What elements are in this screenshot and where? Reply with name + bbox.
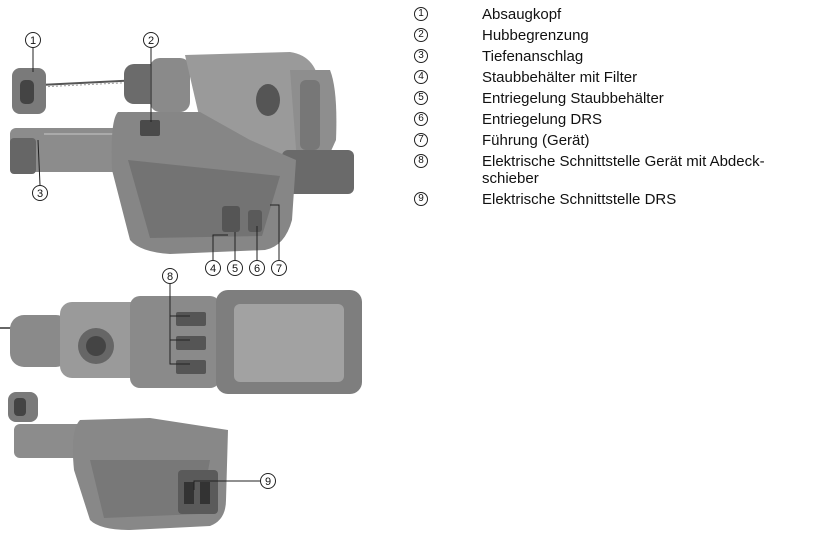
callout-8: 8 (162, 268, 178, 284)
svg-text:8: 8 (167, 271, 173, 283)
legend-number: 6 (414, 111, 440, 126)
svg-text:7: 7 (276, 263, 282, 275)
legend-item: 3 Tiefenanschlag (414, 48, 824, 65)
legend-item: 9 Elektrische Schnittstelle DRS (414, 191, 824, 208)
legend-item: 1 Absaugkopf (414, 6, 824, 23)
svg-text:4: 4 (210, 263, 216, 275)
product-illustration: 1 2 3 4 5 6 7 8 9 (0, 32, 362, 530)
legend-label: Führung (Gerät) (482, 132, 590, 149)
legend-label: Absaugkopf (482, 6, 562, 23)
callout-9: 9 (260, 473, 276, 489)
callout-5: 5 (227, 260, 243, 276)
legend-number: 5 (414, 90, 440, 105)
legend-item: 7 Führung (Gerät) (414, 132, 824, 149)
drill-top-view (0, 290, 362, 394)
legend-number: 4 (414, 69, 440, 84)
callout-6: 6 (249, 260, 265, 276)
callout-3: 3 (32, 185, 48, 201)
callout-4: 4 (205, 260, 221, 276)
legend-label: Tiefenanschlag (482, 48, 584, 65)
callout-7: 7 (271, 260, 287, 276)
drs-detached-view (8, 392, 228, 530)
svg-text:1: 1 (30, 35, 36, 47)
legend-label: Elektrische Schnittstelle Gerät mit Abde… (482, 153, 765, 187)
legend-item: 8 Elektrische Schnittstelle Gerät mit Ab… (414, 153, 824, 187)
legend-label: Elektrische Schnittstelle DRS (482, 191, 677, 208)
legend-number: 1 (414, 6, 440, 21)
parts-legend: 1 Absaugkopf 2 Hubbegrenzung 3 Tiefenans… (414, 6, 824, 212)
svg-text:5: 5 (232, 263, 238, 275)
legend-item: 5 Entriegelung Staubbehälter (414, 90, 824, 107)
svg-text:3: 3 (37, 188, 43, 200)
svg-text:9: 9 (265, 476, 271, 488)
legend-label: Entriegelung DRS (482, 111, 603, 128)
legend-number: 2 (414, 27, 440, 42)
legend-number: 7 (414, 132, 440, 147)
svg-text:6: 6 (254, 263, 260, 275)
legend-number: 9 (414, 191, 440, 206)
legend-item: 4 Staubbehälter mit Filter (414, 69, 824, 86)
legend-label: Hubbegrenzung (482, 27, 589, 44)
svg-text:2: 2 (148, 35, 154, 47)
legend-label: Entriegelung Staubbehälter (482, 90, 664, 107)
legend-label: Staubbehälter mit Filter (482, 69, 638, 86)
drill-side-view (10, 52, 354, 254)
legend-number: 8 (414, 153, 440, 168)
legend-number: 3 (414, 48, 440, 63)
leader-lines (32, 48, 280, 490)
legend-item: 2 Hubbegrenzung (414, 27, 824, 44)
legend-item: 6 Entriegelung DRS (414, 111, 824, 128)
callout-1: 1 (25, 32, 41, 48)
callout-2: 2 (143, 32, 159, 48)
